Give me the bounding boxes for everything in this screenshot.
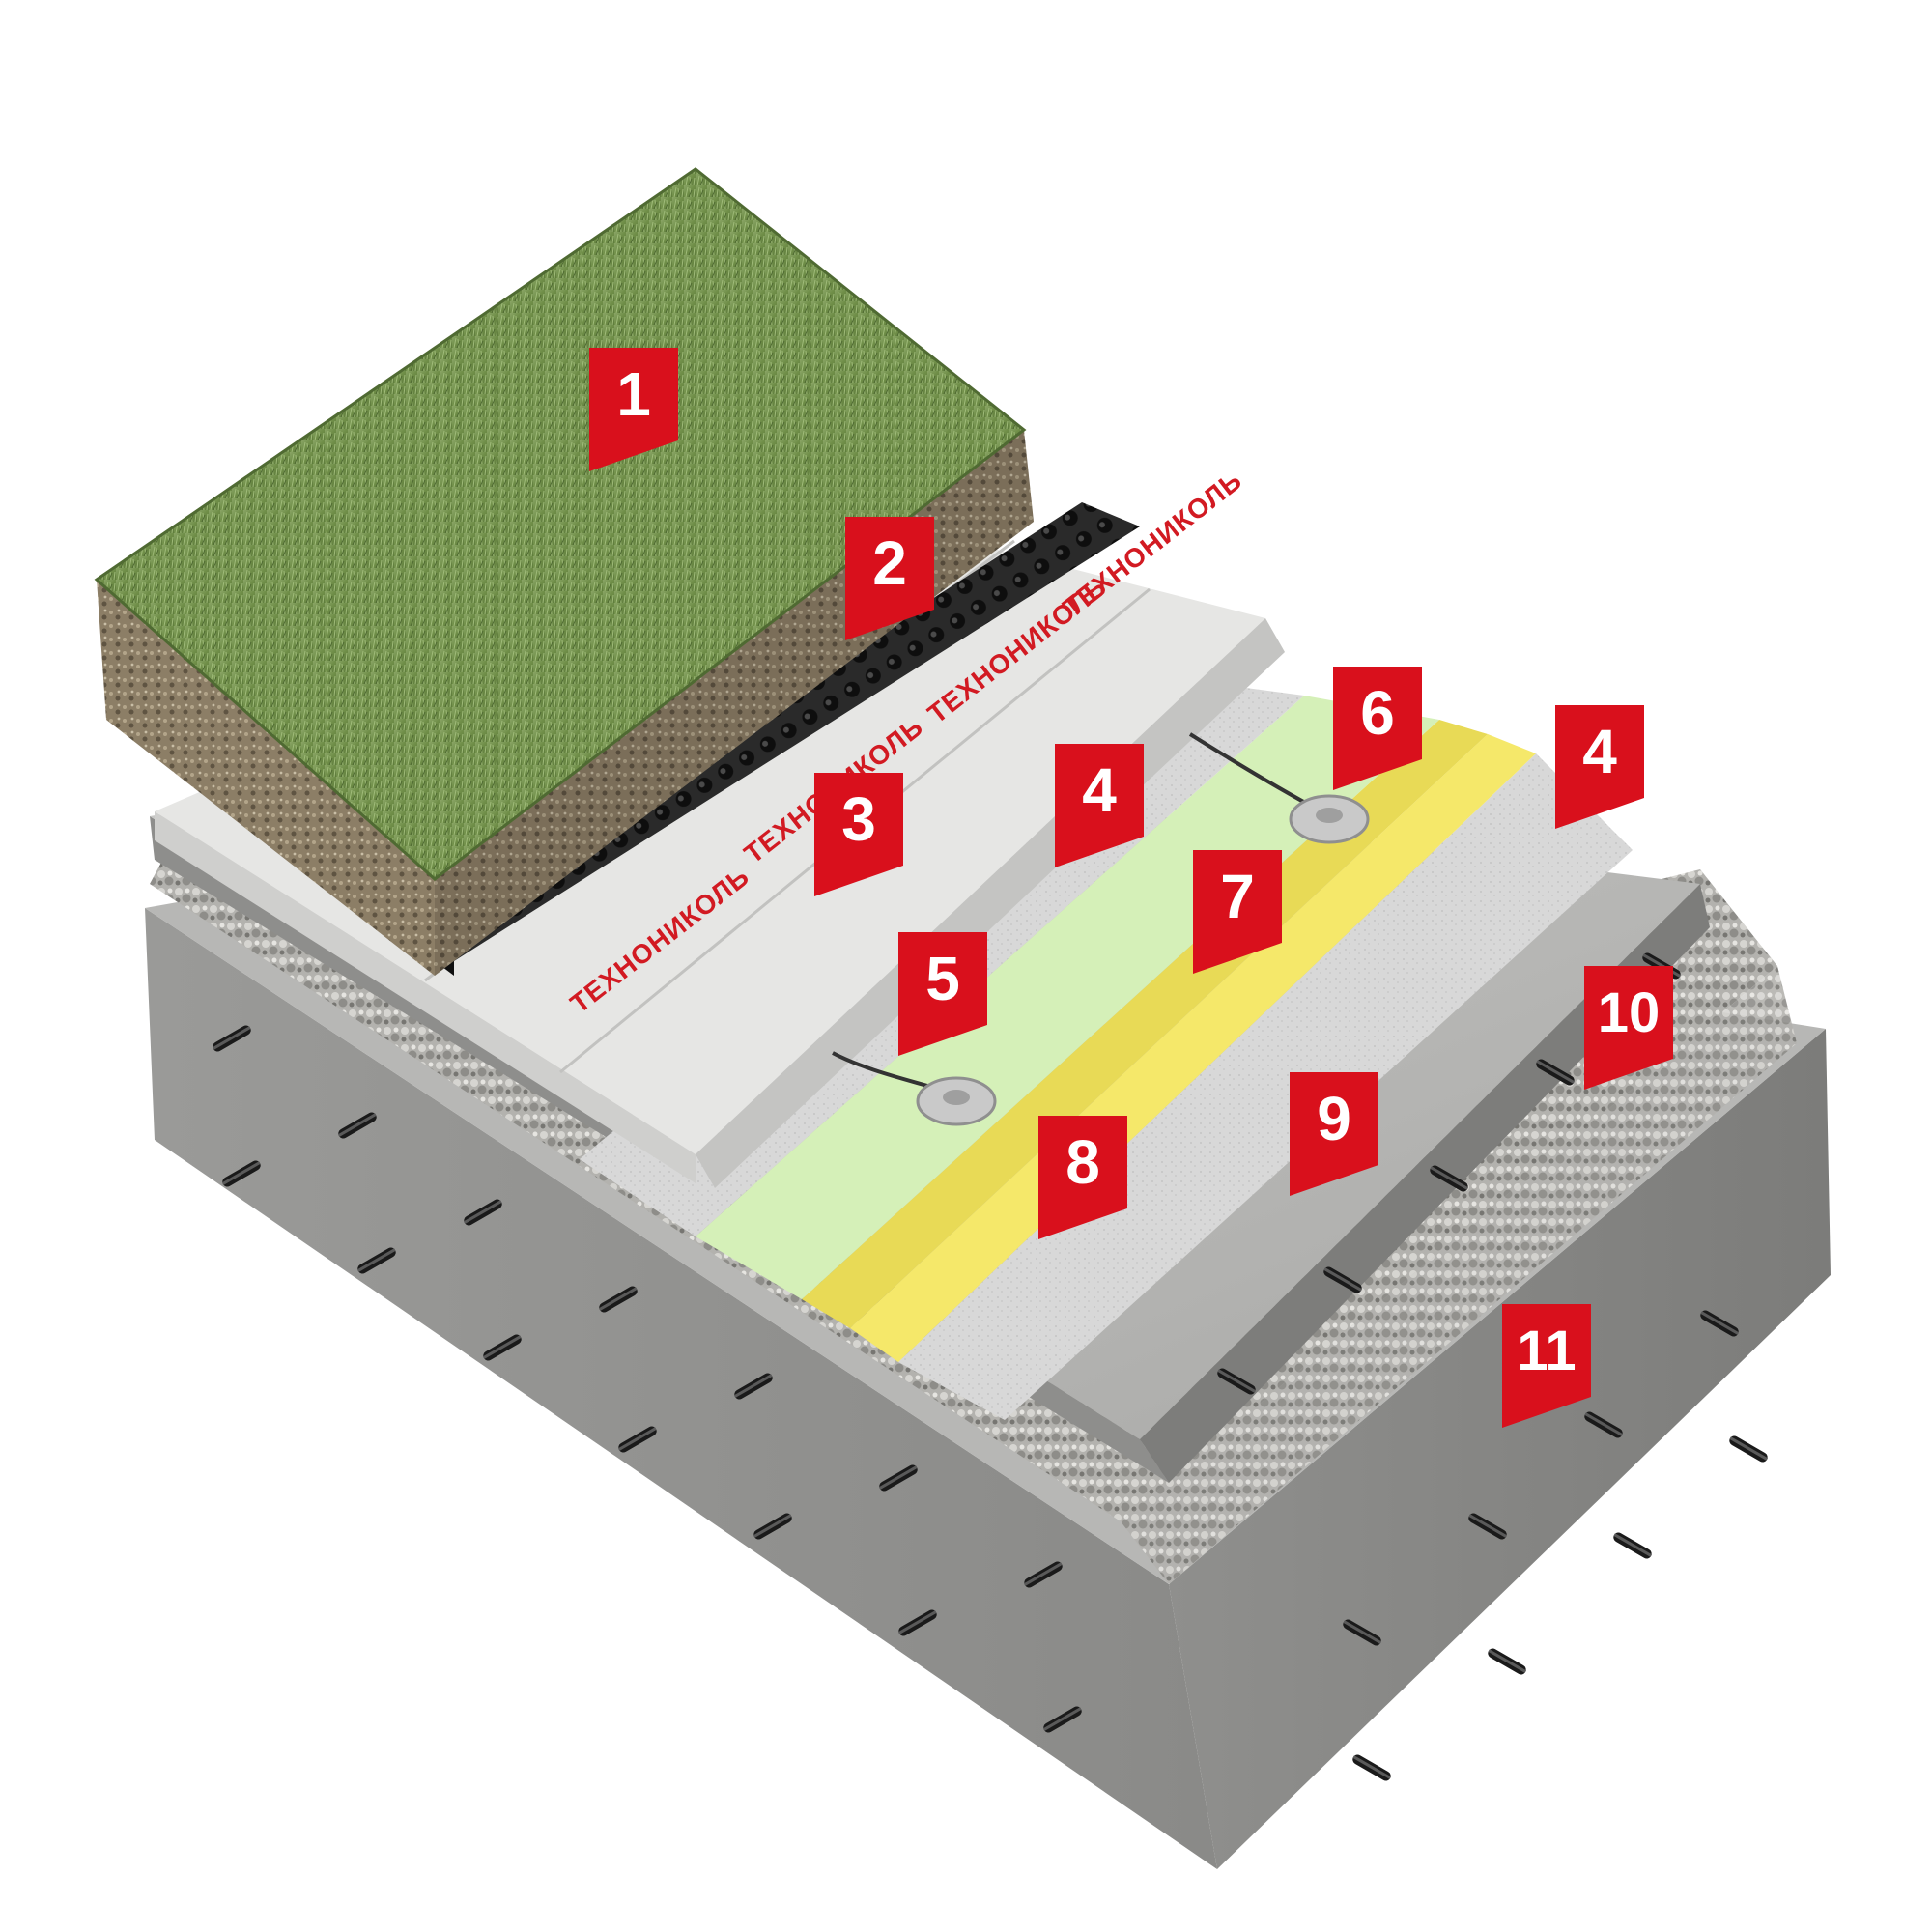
marker-3: 3 [814, 773, 903, 896]
rebar-icon [1727, 1434, 1770, 1464]
marker-10: 10 [1584, 966, 1673, 1090]
marker-7: 7 [1193, 850, 1282, 974]
rebar-icon [1486, 1646, 1528, 1677]
marker-9: 9 [1290, 1072, 1378, 1196]
marker-11: 11 [1502, 1304, 1591, 1428]
marker-label: 4 [1582, 717, 1617, 786]
sensor-6 [1188, 732, 1370, 844]
sensor-5 [832, 1051, 997, 1126]
marker-1: 1 [589, 348, 678, 471]
rebar-icon [1350, 1752, 1393, 1783]
soil-front-face [97, 580, 435, 976]
marker-label: 7 [1220, 862, 1255, 931]
insulation-side [155, 811, 696, 1183]
screed-right-face [1140, 884, 1710, 1483]
marker-6: 6 [1333, 667, 1422, 790]
marker-label: 2 [872, 528, 907, 598]
slab-right-face [1169, 1029, 1831, 1869]
marker-label: 8 [1065, 1127, 1100, 1197]
insulation-top [155, 512, 1265, 1154]
marker-label: 1 [616, 359, 651, 429]
rebar-icon [1611, 1530, 1654, 1561]
marker-5: 5 [898, 932, 987, 1056]
marker-label: 6 [1360, 678, 1395, 748]
yellow-membrane-strip-2 [802, 720, 1488, 1328]
marker-label: 9 [1317, 1084, 1351, 1153]
marker-4-left: 4 [1055, 744, 1144, 867]
slab-left-face [145, 908, 1217, 1869]
marker-4-right: 4 [1555, 705, 1644, 829]
marker-2: 2 [845, 517, 934, 640]
green-membrane-strip [696, 696, 1439, 1299]
yellow-membrane-strip [850, 734, 1536, 1362]
grey-membrane-strip [898, 753, 1633, 1420]
marker-label: 11 [1517, 1320, 1576, 1382]
marker-8: 8 [1038, 1116, 1127, 1239]
marker-label: 4 [1082, 755, 1117, 825]
marker-label: 3 [841, 784, 876, 854]
marker-label: 5 [925, 944, 960, 1013]
grass-icon [97, 169, 1024, 879]
marker-label: 10 [1598, 981, 1661, 1044]
